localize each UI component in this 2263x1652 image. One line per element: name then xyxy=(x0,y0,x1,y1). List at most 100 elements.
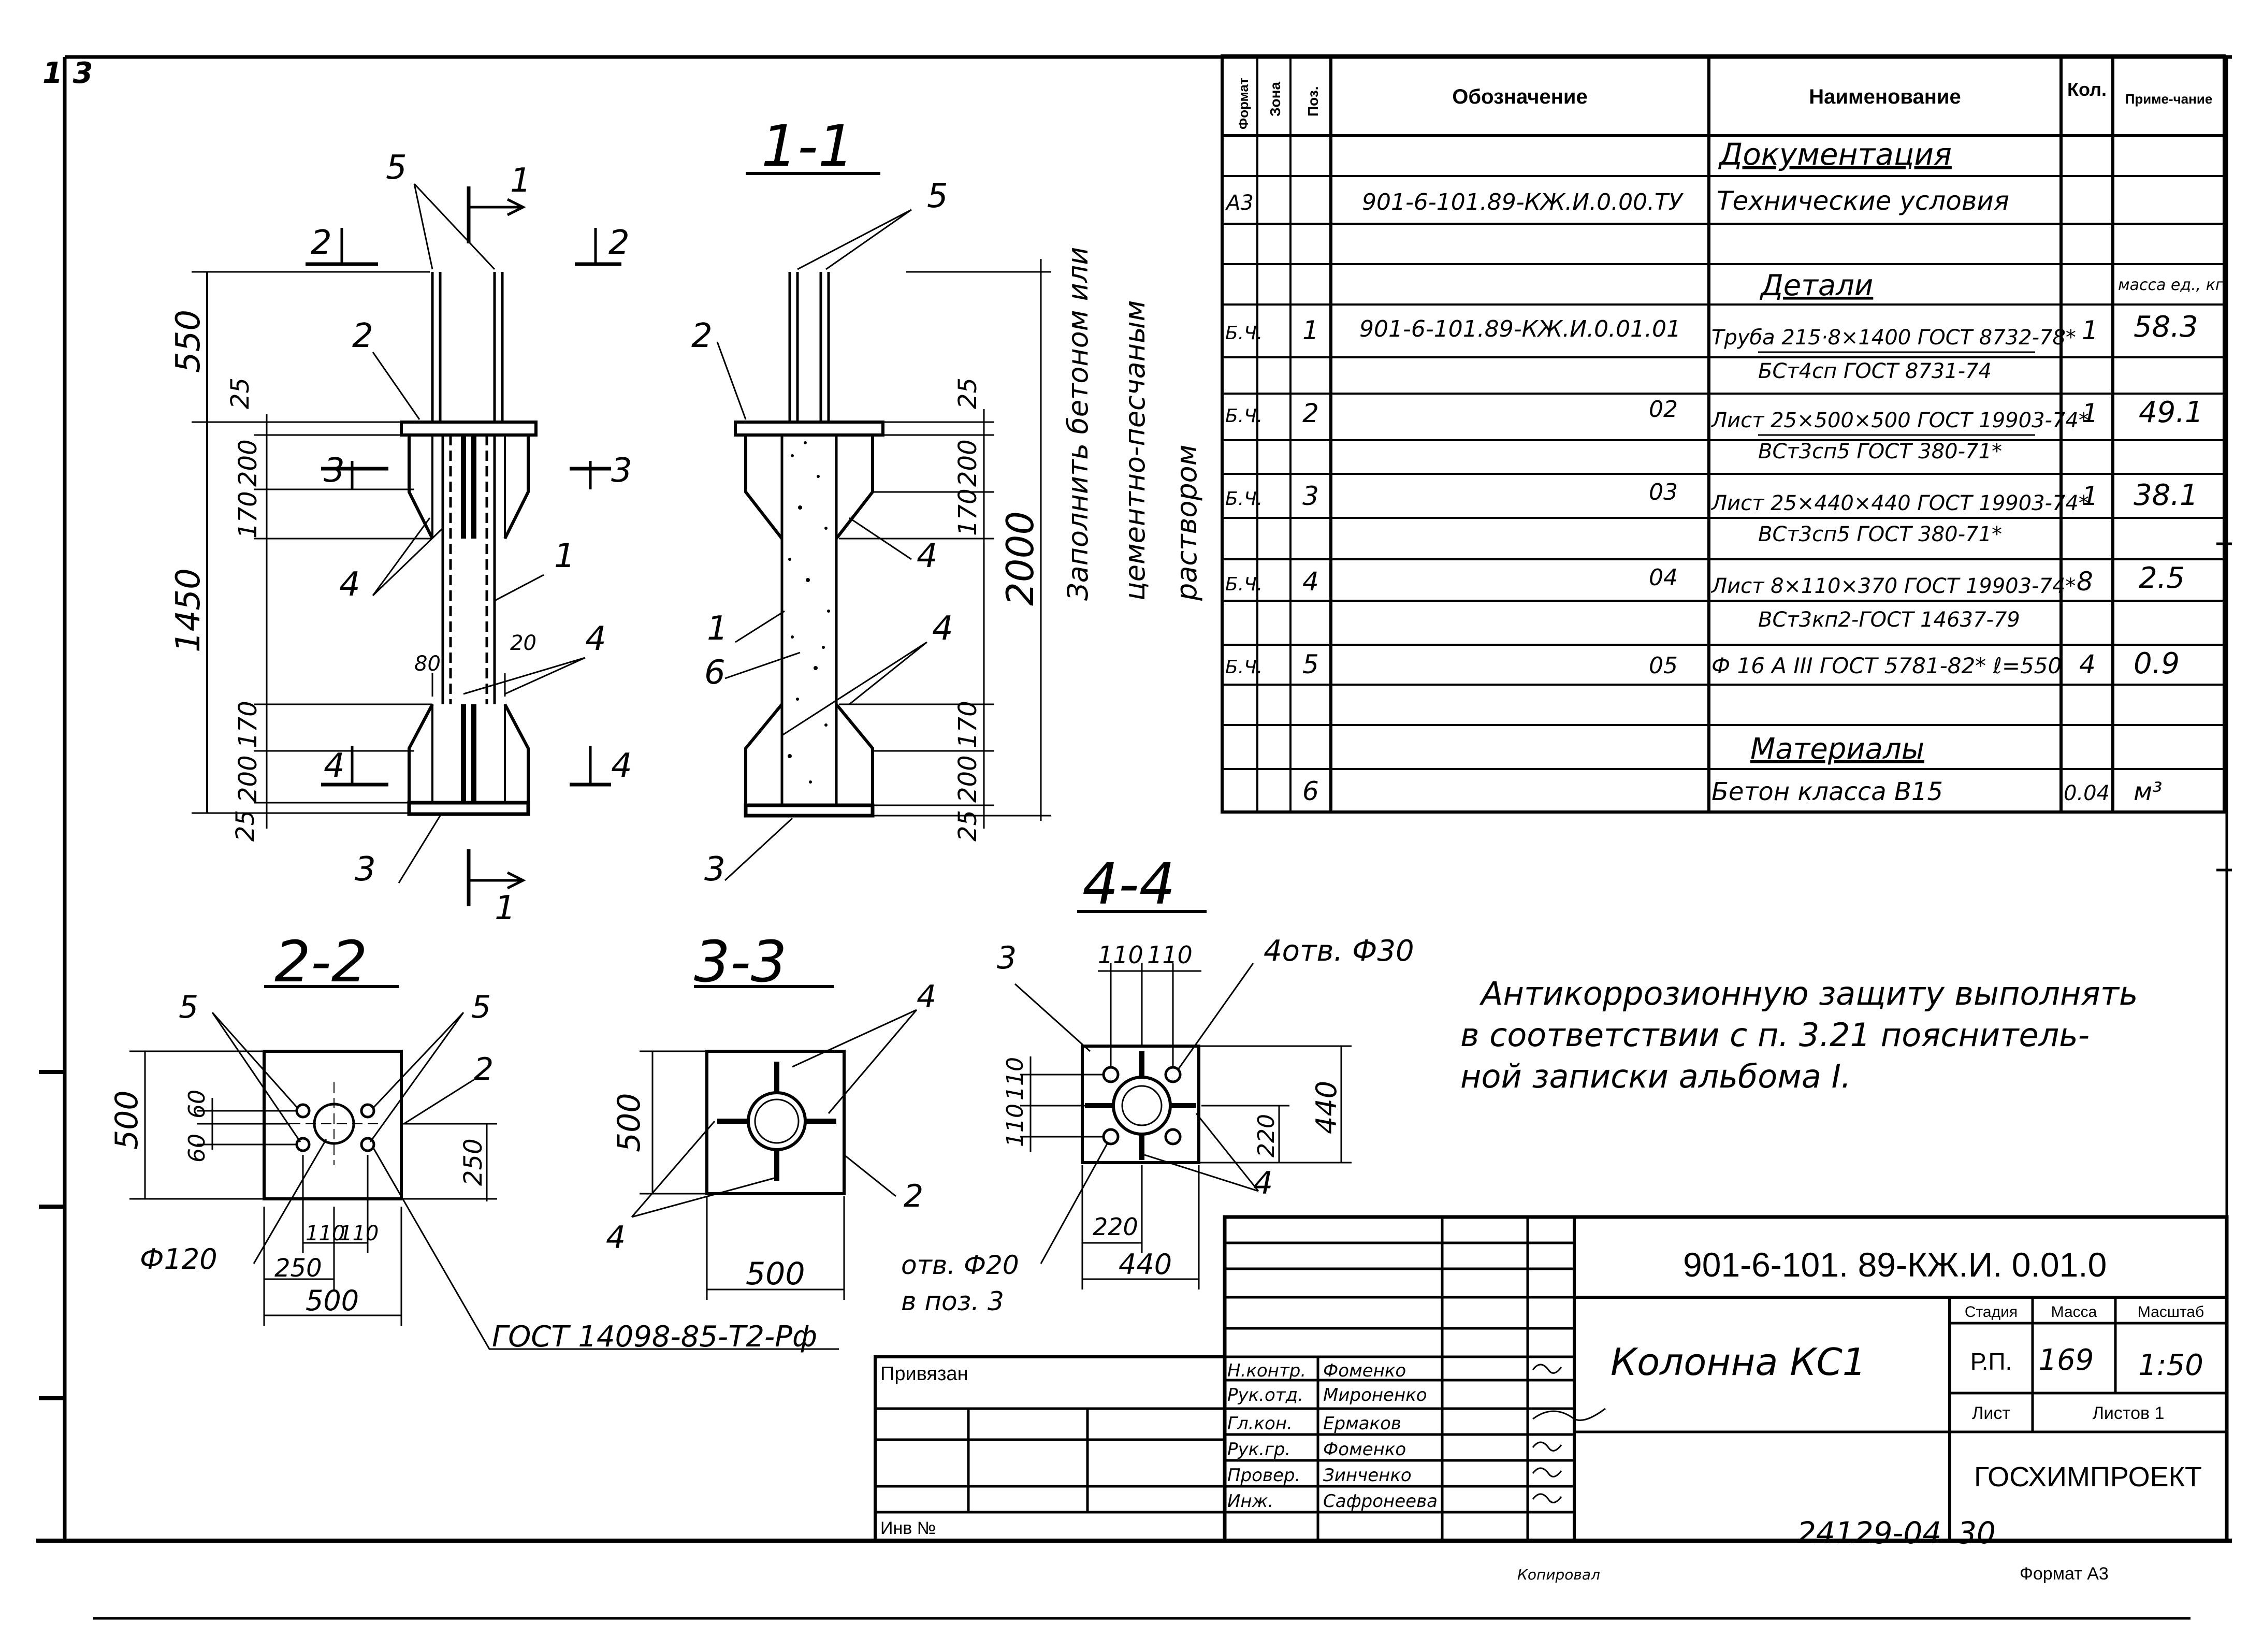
section-1-1-view xyxy=(716,172,1051,881)
section-details: Детали xyxy=(1759,269,1873,302)
signature-role: Рук.отд. xyxy=(1227,1385,1303,1405)
scale-label: Масштаб xyxy=(2138,1303,2204,1321)
header-pos: Поз. xyxy=(1305,86,1321,117)
signature-role: Н.контр. xyxy=(1227,1360,1306,1381)
row-note: 2.5 xyxy=(2139,561,2185,595)
mass-value: 169 xyxy=(2039,1343,2094,1377)
callout: 2 xyxy=(691,317,713,355)
row-note: 49.1 xyxy=(2139,396,2203,429)
row-format: Б.Ч. xyxy=(1225,657,1263,678)
dim-200: 200 xyxy=(953,755,982,803)
dim-500: 500 xyxy=(611,1093,647,1152)
section-documentation: Документация xyxy=(1718,137,1952,172)
dim-1450: 1450 xyxy=(169,568,208,653)
note-line: в соответствии с п. 3.21 пояснитель- xyxy=(1460,1016,2090,1054)
header-name: Наименование xyxy=(1809,85,1961,108)
privyazan-label: Привязан xyxy=(880,1363,968,1385)
row-pos: 4 xyxy=(1302,567,1319,597)
callout: 3 xyxy=(997,940,1017,976)
sheet-label: Лист xyxy=(1972,1403,2010,1423)
row-designation: 02 xyxy=(1649,396,1678,423)
hole-label: отв. Ф20 xyxy=(901,1250,1019,1280)
dim-110: 110 xyxy=(1098,941,1143,969)
callout: 2 xyxy=(904,1178,923,1214)
section-mark: 3 xyxy=(611,452,632,490)
callout: 3 xyxy=(355,850,376,889)
organization: ГОСХИМПРОЕКТ xyxy=(1974,1461,2202,1492)
section-mark: 4 xyxy=(611,747,632,785)
drawing-code: 901-6-101. 89-КЖ.И. 0.01.0 xyxy=(1683,1245,2107,1284)
stage-value: Р.П. xyxy=(1970,1348,2012,1375)
footer: 24129-04 30 Копировал Формат А3 xyxy=(1517,1515,2109,1584)
dim-500: 500 xyxy=(306,1284,359,1317)
callout: 5 xyxy=(927,177,948,215)
dim-25: 25 xyxy=(953,810,982,842)
row-pos: 3 xyxy=(1302,481,1319,511)
row-name: Лист 25×500×500 ГОСТ 19903-74* xyxy=(1710,409,2089,432)
row-name: Технические условия xyxy=(1717,186,2009,216)
row-qty: 1 xyxy=(2082,398,2098,428)
row-name: Бетон класса В15 xyxy=(1711,777,1943,806)
header-zone: Зона xyxy=(1267,81,1283,117)
row-name: Ф 16 А III ГОСТ 5781-82* ℓ=550 xyxy=(1711,653,2062,678)
row-name2: ВСт3кп2-ГОСТ 14637-79 xyxy=(1758,608,2020,632)
dim-170: 170 xyxy=(234,491,263,539)
callout: 4 xyxy=(1253,1165,1273,1201)
section-3-3-view xyxy=(631,985,918,1300)
section-2-2-view xyxy=(129,985,839,1350)
section-mark: 3 xyxy=(324,452,345,490)
sheets-label: Листов 1 xyxy=(2093,1403,2165,1423)
section-title: 3-3 xyxy=(694,929,787,995)
row-qty: 4 xyxy=(2079,649,2096,679)
callout: 3 xyxy=(704,850,726,889)
header-qty: Кол. xyxy=(2067,79,2107,100)
section-4-4-labels: 4-4 110 110 110 110 440 220 220 440 3 4 … xyxy=(901,851,1414,1316)
row-qty: 0.04 xyxy=(2064,781,2110,805)
stage-label: Стадия xyxy=(1965,1303,2018,1321)
note-line: Антикоррозионную защиту выполнять xyxy=(1479,975,2138,1012)
row-qty: 1 xyxy=(2082,315,2098,345)
signature-name: Фоменко xyxy=(1323,1439,1406,1460)
format-label: Формат А3 xyxy=(2020,1564,2109,1584)
dim-110: 110 xyxy=(1147,941,1193,969)
dim-2000: 2000 xyxy=(998,511,1042,606)
row-designation: 03 xyxy=(1649,479,1678,505)
dim-220: 220 xyxy=(1093,1213,1138,1241)
spec-table xyxy=(1221,54,2226,814)
row-format: А3 xyxy=(1225,191,1254,215)
callout: 4 xyxy=(917,979,936,1015)
mass-label: Масса xyxy=(2051,1303,2097,1321)
section-title: 1-1 xyxy=(761,113,854,179)
dim-110: 110 xyxy=(1002,1057,1028,1100)
copied-by: Копировал xyxy=(1517,1566,1600,1583)
row-pos: 2 xyxy=(1302,398,1319,428)
section-4-4-view xyxy=(1014,910,1352,1289)
section-mark: 1 xyxy=(495,889,516,928)
dim-110: 110 xyxy=(306,1222,345,1245)
section-2-2-labels: 2-2 500 60 60 250 110 110 250 500 Ф120 5… xyxy=(109,929,817,1354)
note-line: ной записки альбома I. xyxy=(1460,1057,1851,1095)
row-name: Лист 25×440×440 ГОСТ 19903-74* xyxy=(1710,491,2089,515)
section-materials: Материалы xyxy=(1750,732,1924,766)
dim-25: 25 xyxy=(953,378,982,409)
title-block xyxy=(874,1215,2229,1543)
dim-110: 110 xyxy=(1002,1104,1028,1147)
column-elevation xyxy=(192,183,621,906)
callout: 2 xyxy=(352,317,373,355)
fill-note-line: Заполнить бетоном или xyxy=(1062,247,1094,601)
callout: 4 xyxy=(339,566,360,604)
doc-number: 24129-04 xyxy=(1797,1515,1941,1550)
callout: 5 xyxy=(179,989,198,1025)
dim-80: 80 xyxy=(414,652,441,676)
row-name2: БСт4сп ГОСТ 8731-74 xyxy=(1758,359,1992,383)
dim-200: 200 xyxy=(234,755,263,803)
gost-reference: ГОСТ 14098-85-Т2-Рф xyxy=(492,1320,817,1354)
row-name: Труба 215·8×1400 ГОСТ 8732-78* xyxy=(1711,326,2076,350)
concrete-fill xyxy=(788,441,830,784)
dim-170: 170 xyxy=(234,701,263,748)
scale-value: 1:50 xyxy=(2138,1349,2203,1382)
dim-d120: Ф120 xyxy=(140,1243,217,1276)
dim-220: 220 xyxy=(1253,1114,1280,1157)
row-format: Б.Ч. xyxy=(1225,323,1263,344)
